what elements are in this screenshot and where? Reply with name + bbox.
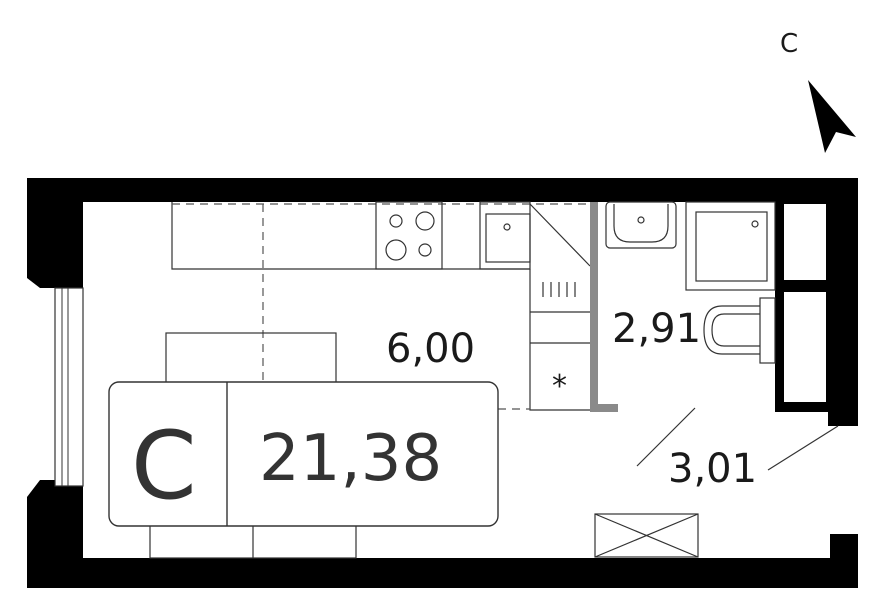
wall-top bbox=[27, 178, 858, 202]
shower-drain-icon bbox=[751, 220, 759, 228]
room-area-living-kitchen: 6,00 bbox=[386, 326, 475, 372]
toilet-tank bbox=[759, 297, 776, 364]
room-area-hallway: 3,01 bbox=[668, 446, 757, 492]
total-area-label: 21,38 bbox=[259, 422, 442, 496]
washbasin-bowl bbox=[613, 204, 669, 243]
stove bbox=[375, 201, 443, 270]
floor-hatch bbox=[594, 513, 699, 558]
wall-left-lower bbox=[27, 497, 83, 588]
bathroom-partition bbox=[590, 202, 598, 412]
wall-left-upper bbox=[27, 178, 83, 278]
unit-badge: С 21,38 bbox=[108, 381, 499, 527]
washbasin bbox=[605, 201, 677, 249]
kitchen-sink bbox=[485, 213, 531, 263]
table bbox=[165, 332, 337, 384]
wall-right-lower bbox=[830, 534, 858, 588]
compass-arrow-icon bbox=[808, 80, 856, 153]
sink-cabinet bbox=[479, 201, 531, 270]
shower-tray bbox=[685, 201, 776, 291]
shaft-cell-bottom bbox=[784, 292, 826, 402]
window-frame bbox=[54, 287, 84, 487]
bathroom-partition-end bbox=[590, 404, 618, 412]
counter-corner-diagonal bbox=[529, 203, 591, 267]
window-left bbox=[54, 287, 84, 487]
burner-icon bbox=[389, 214, 403, 228]
toilet-bowl bbox=[703, 305, 760, 355]
door-swing-line bbox=[636, 407, 696, 467]
counter-side bbox=[529, 269, 590, 411]
kitchen-counter: * bbox=[171, 201, 591, 411]
badge-frame bbox=[108, 381, 499, 527]
ventilation-mark: * bbox=[552, 369, 567, 404]
shaft-cell-top bbox=[784, 204, 826, 280]
sink-drain-icon bbox=[503, 223, 511, 231]
hatch-frame bbox=[594, 513, 699, 558]
shower-tray-inner bbox=[695, 211, 768, 282]
wall-bottom bbox=[27, 558, 858, 588]
room-area-bathroom: 2,91 bbox=[612, 306, 701, 352]
wall-left-upper-notch bbox=[27, 278, 83, 288]
compass-north-label: С bbox=[780, 29, 798, 59]
bathroom-fixtures bbox=[605, 201, 776, 364]
burner-icon bbox=[415, 211, 435, 231]
burner-icon bbox=[385, 239, 407, 261]
unit-type-label: С bbox=[131, 412, 197, 521]
shaft-inner bbox=[784, 204, 826, 402]
entrance-door bbox=[636, 407, 839, 471]
counter-outline bbox=[171, 202, 530, 270]
washbasin-drain-icon bbox=[637, 216, 645, 224]
dishwasher-grille-icon bbox=[542, 282, 576, 297]
toilet-seat bbox=[711, 313, 760, 347]
door-swing-line bbox=[767, 425, 839, 471]
compass: С bbox=[780, 29, 856, 153]
burner-icon bbox=[418, 243, 432, 257]
